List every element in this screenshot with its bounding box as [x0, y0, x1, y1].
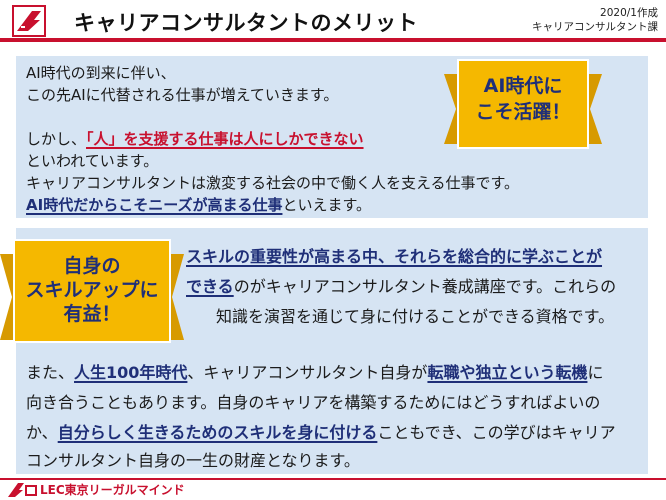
- s2-line1-highlight: スキルの重要性が高まる中、それらを総合的に学ぶことが: [186, 247, 603, 266]
- s1-line6-post: といえます。: [282, 196, 371, 214]
- ribbon1-line1: AI時代に: [483, 75, 563, 97]
- s1-line1: AI時代の到来に伴い、: [26, 64, 176, 82]
- s1-line4: といわれています。: [26, 152, 159, 170]
- ribbon1-line2: こそ活躍！: [475, 101, 571, 123]
- s1-line5: キャリアコンサルタントは激変する社会の中で働く人を支える仕事です。: [26, 174, 520, 192]
- s2-line6: か、自分らしく生きるためのスキルを身に付けることもでき、この学びはキャリア: [26, 418, 616, 447]
- s1-line3-pre: しかし、: [26, 130, 87, 148]
- s2-line4-post: に: [587, 363, 604, 382]
- s1-line6: AI時代だからこそニーズが高まる仕事といえます。: [26, 194, 371, 216]
- ribbon2-line3: 有益！: [63, 303, 121, 325]
- header-meta: 2020/1作成 キャリアコンサルタント課: [532, 6, 658, 34]
- s2-line6-highlight: 自分らしく生きるためのスキルを身に付ける: [57, 423, 378, 442]
- s2-line4-highlight2: 転職や独立という転機: [427, 363, 588, 382]
- page-title: キャリアコンサルタントのメリット: [74, 11, 418, 35]
- s2-line5: 向き合うこともあります。自身のキャリアを構築するためにはどうすればよいの: [26, 393, 601, 412]
- footer-divider: [0, 478, 666, 480]
- s2-line4: また、人生100年時代、キャリアコンサルタント自身が転職や独立という転機に: [26, 358, 603, 387]
- s2-line2: できるのがキャリアコンサルタント養成講座です。これらの: [186, 272, 616, 301]
- ribbon2-line1: 自身の: [63, 255, 121, 277]
- s2-line7: コンサルタント自身の一生の財産となります。: [26, 451, 360, 470]
- s2-line3: 知識を演習を通じて身に付けることができる資格です。: [216, 307, 615, 326]
- s2-line6-pre: か、: [26, 423, 58, 442]
- s1-line3: しかし、「人」を支援する仕事は人にしかできない: [26, 128, 364, 150]
- footer-brand: LEC東京リーガルマインド: [40, 483, 185, 497]
- s2-line1: スキルの重要性が高まる中、それらを総合的に学ぶことが: [186, 242, 602, 271]
- s1-line3-highlight: 「人」を支援する仕事は人にしかできない: [86, 130, 364, 148]
- footer-logo-icon: [8, 483, 37, 497]
- company-logo-icon: [12, 5, 46, 37]
- ribbon-shape-icon: [0, 239, 184, 343]
- s2-line4-highlight1: 人生100年時代: [74, 363, 188, 382]
- s1-line2: この先AIに代替される仕事が増えていきます。: [26, 86, 339, 104]
- s2-line2-post: のがキャリアコンサルタント養成講座です。これらの: [233, 277, 617, 296]
- ribbon-shape-icon: [444, 59, 602, 149]
- s1-line6-highlight: AI時代だからこそニーズが高まる仕事: [26, 196, 283, 214]
- department-label: キャリアコンサルタント課: [532, 21, 658, 33]
- ribbon2-line2: スキルアップに: [25, 279, 159, 301]
- created-date: 2020/1作成: [600, 7, 658, 19]
- header: キャリアコンサルタントのメリット 2020/1作成 キャリアコンサルタント課: [0, 0, 666, 42]
- ribbon-ai-era: AI時代に こそ活躍！: [444, 52, 602, 156]
- ribbon-skill-up: 自身の スキルアップに 有益！: [0, 232, 184, 350]
- s2-line4-mid: 、キャリアコンサルタント自身が: [187, 363, 428, 382]
- s2-line6-post: こともでき、この学びはキャリア: [377, 423, 616, 442]
- s2-line4-pre: また、: [26, 363, 75, 382]
- s2-line2-highlight: できる: [186, 277, 234, 296]
- header-divider: [0, 38, 666, 42]
